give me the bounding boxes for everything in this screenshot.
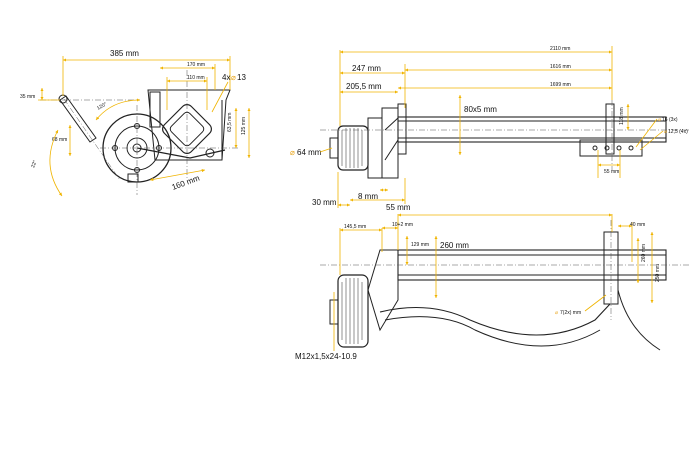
axle-stub (59, 95, 97, 143)
dim-35: 35 mm (20, 94, 35, 100)
dim-170: 170 mm (187, 62, 205, 68)
dim-55-plate: 55 mm (604, 169, 619, 175)
holes-16: 16 (3x) (662, 117, 678, 123)
top-view: 2110 mm 247 mm 1616 mm 205,5 mm 1699 mm … (290, 46, 690, 212)
dim-80x5: 80x5 mm (464, 105, 497, 114)
holes-size: 13 (237, 73, 246, 82)
swing-arm (379, 303, 611, 336)
diameter-symbol-16: ⌀ (658, 117, 661, 123)
diameter-symbol: ⌀ (231, 73, 236, 82)
dim-160: 160 mm (171, 173, 202, 191)
dim-63-5: 63,5 mm (227, 113, 233, 132)
bolt-spec: M12x1,5x24-10.9 (295, 352, 357, 361)
dim-1616: 1616 mm (550, 64, 571, 70)
dim-1699: 1699 mm (550, 82, 571, 88)
angle-120: 120° (96, 101, 108, 111)
mounting-bracket (147, 89, 231, 161)
dim-385: 385 mm (110, 49, 139, 58)
dim-247: 247 mm (352, 64, 381, 73)
diameter-symbol-64: ⌀ (290, 148, 295, 157)
drum-top (329, 107, 399, 179)
dim-118: 118 mm (619, 107, 625, 125)
square-tube-section (162, 104, 212, 154)
dim-260-v: 260 mm (641, 244, 647, 262)
dim-145-5: 145,5 mm (344, 224, 366, 230)
holes-count: 4x (222, 73, 230, 82)
dim-250: 250 mm (655, 264, 661, 282)
dim-125: 125 mm (241, 117, 247, 135)
angle-22: 22° (30, 160, 38, 169)
hole-7: 7(2x) mm (560, 310, 581, 316)
dim-40: 40 mm (630, 222, 645, 228)
dim-10-2: 10+2 mm (392, 222, 413, 228)
trailing-arm (136, 147, 226, 159)
dim-64: 64 mm (297, 148, 322, 157)
front-view: 145,5 mm 10+2 mm 129 mm 260 mm 40 mm 260… (295, 213, 690, 361)
dim-55-lower: 55 mm (386, 203, 411, 212)
dim-2110: 2110 mm (550, 46, 570, 52)
dim-8: 8 mm (358, 192, 378, 201)
dim-129: 129 mm (411, 242, 429, 248)
dim-110: 110 mm (187, 75, 205, 81)
bracket-flange (149, 91, 161, 128)
diameter-symbol-7: ⌀ (555, 310, 558, 316)
side-view: 385 mm 170 mm 110 mm 4x ⌀ 13 35 mm 68 mm… (20, 49, 251, 197)
dim-205-5: 205,5 mm (346, 82, 382, 91)
dim-260: 260 mm (440, 241, 469, 250)
diameter-symbol-12: ⌀ (664, 129, 667, 135)
dim-30: 30 mm (312, 198, 337, 207)
holes-12-5: 12,5 (4x) (668, 129, 688, 135)
